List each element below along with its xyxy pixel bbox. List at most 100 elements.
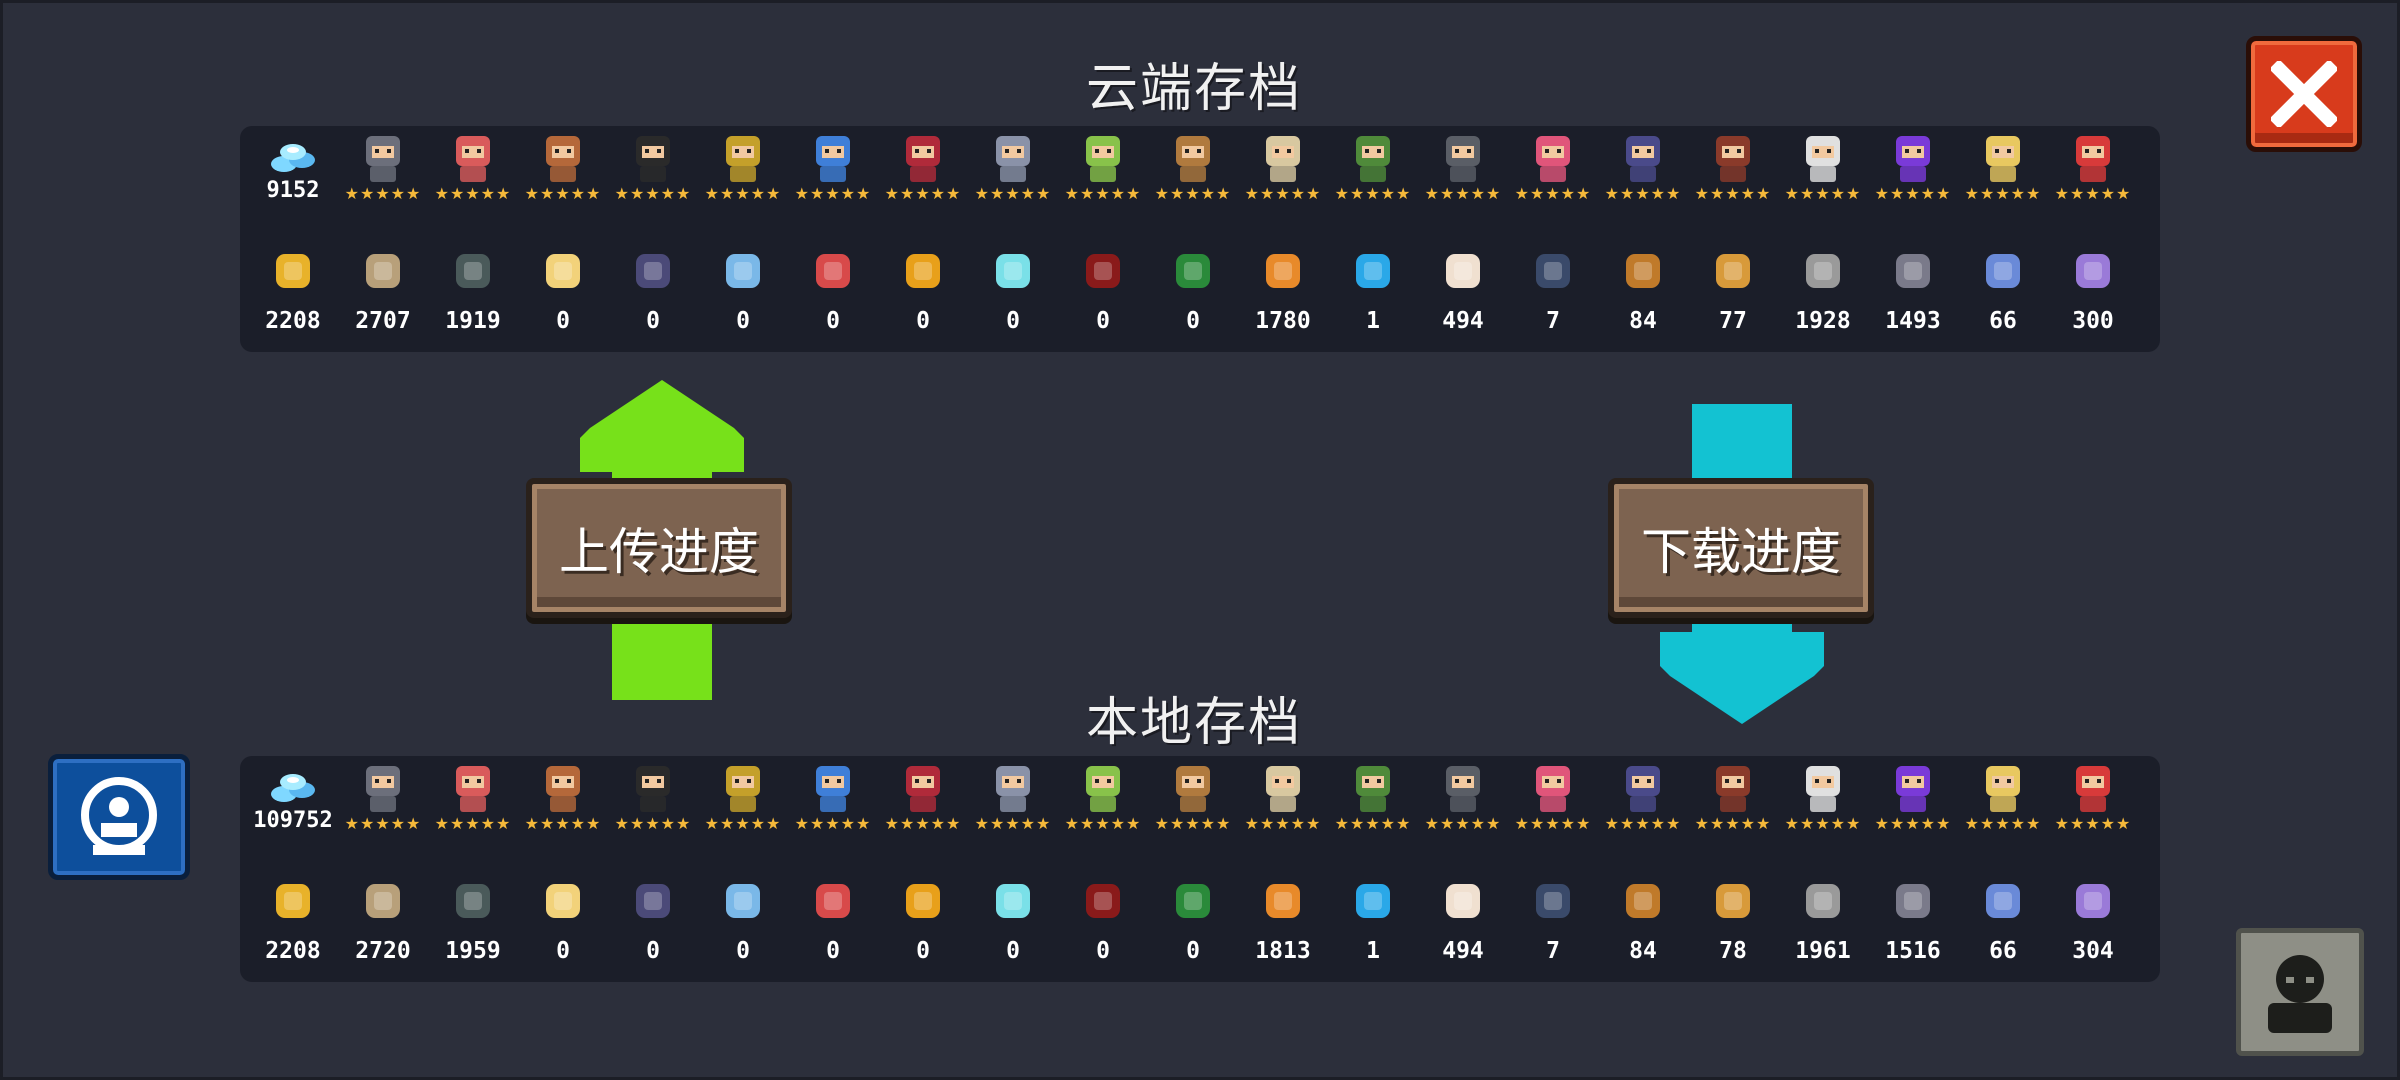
local-character-3[interactable]: ★★★★★ xyxy=(518,760,608,860)
cloud-character-10[interactable]: ★★★★★ xyxy=(1148,130,1238,230)
cloud-save-title: 云端存档 xyxy=(1086,59,1303,119)
cloud-character-6[interactable]: ★★★★★ xyxy=(788,130,878,230)
character-stars: ★★★★★ xyxy=(1244,814,1322,833)
cloud-character-14[interactable]: ★★★★★ xyxy=(1508,130,1598,230)
local-material-17: 78 xyxy=(1688,874,1778,974)
material-count: 0 xyxy=(1006,938,1020,964)
material-count: 1493 xyxy=(1885,308,1941,334)
local-character-1[interactable]: ★★★★★ xyxy=(338,760,428,860)
character-stars: ★★★★★ xyxy=(1244,184,1322,203)
material-count: 0 xyxy=(1096,308,1110,334)
avatar-button[interactable] xyxy=(2236,928,2364,1056)
close-button[interactable] xyxy=(2246,36,2362,152)
material-count: 1780 xyxy=(1255,308,1311,334)
character-stars: ★★★★★ xyxy=(434,184,512,203)
character-stars: ★★★★★ xyxy=(1694,184,1772,203)
material-count: 66 xyxy=(1989,308,2017,334)
material-count: 0 xyxy=(736,308,750,334)
local-character-15[interactable]: ★★★★★ xyxy=(1598,760,1688,860)
local-material-12: 1813 xyxy=(1238,874,1328,974)
cloud-character-11[interactable]: ★★★★★ xyxy=(1238,130,1328,230)
cloud-character-4[interactable]: ★★★★★ xyxy=(608,130,698,230)
material-icon xyxy=(1256,874,1310,928)
cloud-material-15: 7 xyxy=(1508,244,1598,344)
cloud-material-7: 0 xyxy=(788,244,878,344)
character-stars: ★★★★★ xyxy=(344,814,422,833)
avatar-silhouette-icon xyxy=(2268,955,2332,1033)
local-character-17[interactable]: ★★★★★ xyxy=(1778,760,1868,860)
character-stars: ★★★★★ xyxy=(1514,184,1592,203)
character-portrait-icon xyxy=(1706,130,1760,184)
local-character-20[interactable]: ★★★★★ xyxy=(2048,760,2138,860)
character-portrait-icon xyxy=(716,130,770,184)
material-count: 494 xyxy=(1442,938,1484,964)
cloud-material-10: 0 xyxy=(1058,244,1148,344)
cloud-character-18[interactable]: ★★★★★ xyxy=(1868,130,1958,230)
character-portrait-icon xyxy=(1526,760,1580,814)
cloud-character-7[interactable]: ★★★★★ xyxy=(878,130,968,230)
cloud-character-16[interactable]: ★★★★★ xyxy=(1688,130,1778,230)
cloud-character-15[interactable]: ★★★★★ xyxy=(1598,130,1688,230)
cloud-character-13[interactable]: ★★★★★ xyxy=(1418,130,1508,230)
local-character-13[interactable]: ★★★★★ xyxy=(1418,760,1508,860)
cloud-material-21: 300 xyxy=(2048,244,2138,344)
character-portrait-icon xyxy=(356,760,410,814)
local-character-18[interactable]: ★★★★★ xyxy=(1868,760,1958,860)
local-character-9[interactable]: ★★★★★ xyxy=(1058,760,1148,860)
cloud-character-8[interactable]: ★★★★★ xyxy=(968,130,1058,230)
character-stars: ★★★★★ xyxy=(1964,814,2042,833)
character-stars: ★★★★★ xyxy=(2054,814,2132,833)
cloud-character-19[interactable]: ★★★★★ xyxy=(1958,130,2048,230)
local-material-3: 1959 xyxy=(428,874,518,974)
gem-icon xyxy=(266,760,320,814)
cloud-material-17: 77 xyxy=(1688,244,1778,344)
character-portrait-icon xyxy=(1886,760,1940,814)
local-character-11[interactable]: ★★★★★ xyxy=(1238,760,1328,860)
material-icon xyxy=(1256,244,1310,298)
local-material-18: 1961 xyxy=(1778,874,1868,974)
material-count: 0 xyxy=(646,308,660,334)
local-character-7[interactable]: ★★★★★ xyxy=(878,760,968,860)
material-count: 300 xyxy=(2072,308,2114,334)
local-character-16[interactable]: ★★★★★ xyxy=(1688,760,1778,860)
character-stars: ★★★★★ xyxy=(1064,184,1142,203)
cloud-character-12[interactable]: ★★★★★ xyxy=(1328,130,1418,230)
material-icon xyxy=(1886,874,1940,928)
local-character-19[interactable]: ★★★★★ xyxy=(1958,760,2048,860)
cloud-character-5[interactable]: ★★★★★ xyxy=(698,130,788,230)
character-portrait-icon xyxy=(446,130,500,184)
character-portrait-icon xyxy=(1346,130,1400,184)
local-character-4[interactable]: ★★★★★ xyxy=(608,760,698,860)
character-stars: ★★★★★ xyxy=(704,814,782,833)
material-count: 0 xyxy=(826,308,840,334)
cloud-character-9[interactable]: ★★★★★ xyxy=(1058,130,1148,230)
material-icon xyxy=(1886,244,1940,298)
local-character-8[interactable]: ★★★★★ xyxy=(968,760,1058,860)
cloud-character-17[interactable]: ★★★★★ xyxy=(1778,130,1868,230)
download-progress-button[interactable]: 下载进度 xyxy=(1608,478,1874,618)
cloud-character-1[interactable]: ★★★★★ xyxy=(338,130,428,230)
cloud-character-3[interactable]: ★★★★★ xyxy=(518,130,608,230)
cloud-character-20[interactable]: ★★★★★ xyxy=(2048,130,2138,230)
local-material-1: 2208 xyxy=(248,874,338,974)
local-material-19: 1516 xyxy=(1868,874,1958,974)
local-character-12[interactable]: ★★★★★ xyxy=(1328,760,1418,860)
material-count: 7 xyxy=(1546,938,1560,964)
cloud-account-button[interactable] xyxy=(48,754,190,880)
local-character-5[interactable]: ★★★★★ xyxy=(698,760,788,860)
local-character-10[interactable]: ★★★★★ xyxy=(1148,760,1238,860)
material-count: 1919 xyxy=(445,308,501,334)
local-character-6[interactable]: ★★★★★ xyxy=(788,760,878,860)
material-icon xyxy=(1706,244,1760,298)
cloud-account-icon xyxy=(81,777,157,855)
character-portrait-icon xyxy=(806,760,860,814)
local-material-21: 304 xyxy=(2048,874,2138,974)
character-portrait-icon xyxy=(626,760,680,814)
local-character-14[interactable]: ★★★★★ xyxy=(1508,760,1598,860)
character-stars: ★★★★★ xyxy=(884,184,962,203)
cloud-character-2[interactable]: ★★★★★ xyxy=(428,130,518,230)
character-portrait-icon xyxy=(1616,760,1670,814)
upload-progress-button[interactable]: 上传进度 xyxy=(526,478,792,618)
local-character-2[interactable]: ★★★★★ xyxy=(428,760,518,860)
